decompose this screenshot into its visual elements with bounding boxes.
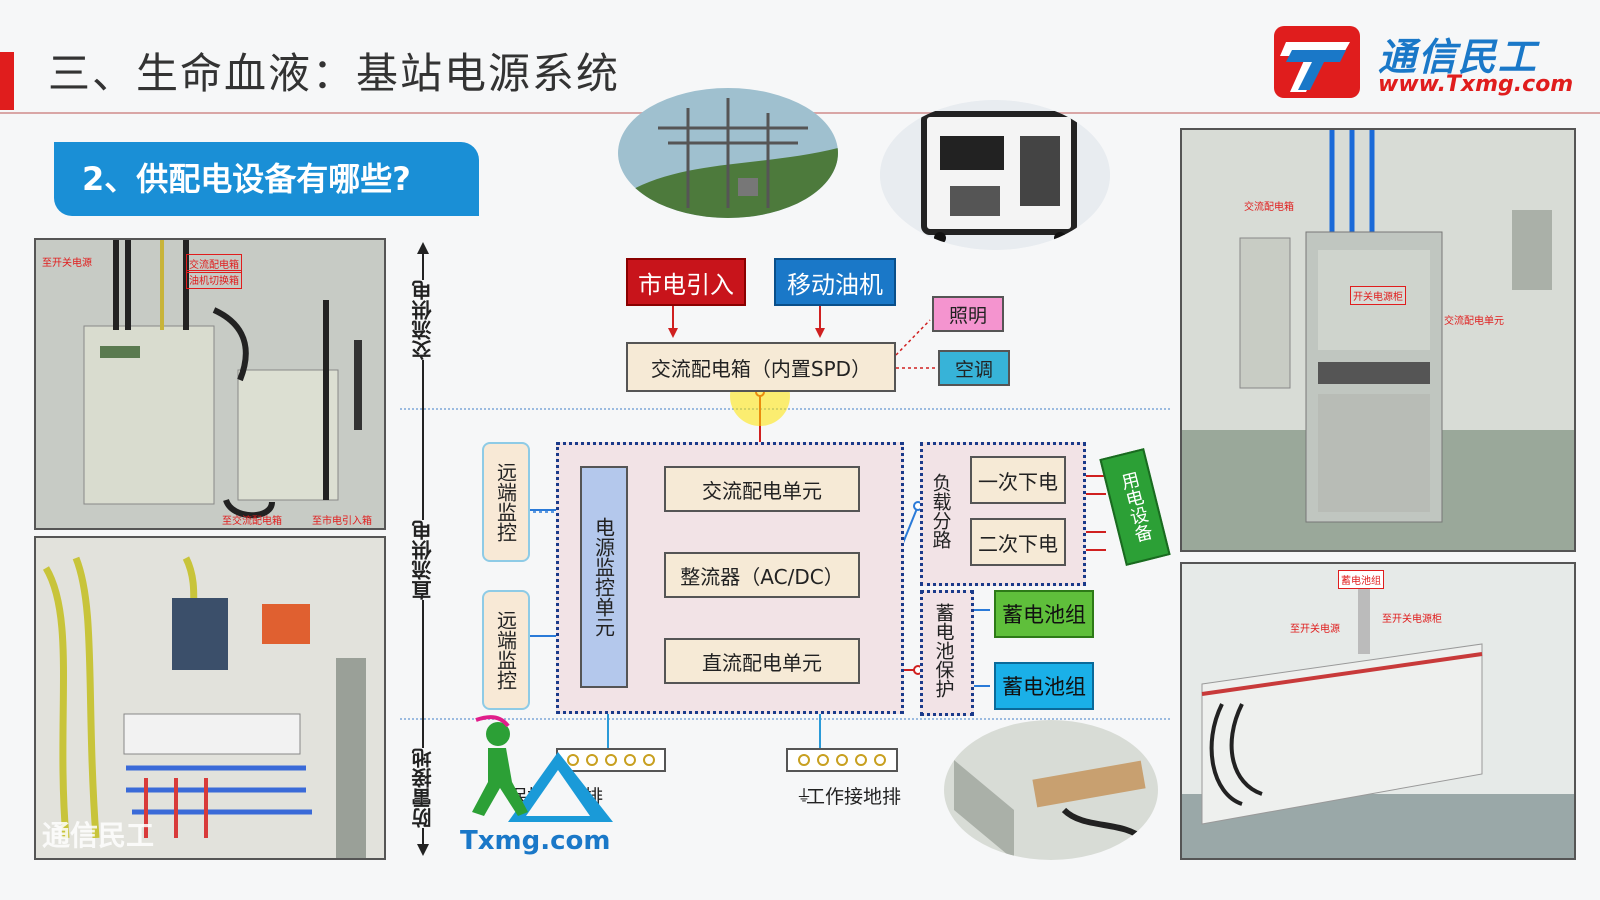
photo-distribution-wiring: 通信民工: [34, 536, 386, 860]
brand-watermark: Txmg.com: [460, 826, 611, 856]
work-ground-bar: [786, 748, 898, 772]
equipment-label: 用电设备: [1116, 469, 1155, 545]
battery-protect-label: 蓄电池保护: [932, 602, 955, 698]
ac-distribution-unit: 交流配电单元: [664, 466, 860, 512]
photo-label: 开关电源柜: [1350, 286, 1406, 305]
photo-ac-distribution-boxes: 至开关电源 交流配电箱 油机切换箱 至交流配电箱 至市电引入箱: [34, 238, 386, 530]
mobile-generator-box: 移动油机: [774, 258, 896, 306]
photo-label: 至市电引入箱: [312, 516, 372, 527]
photo-label: 交流配电单元: [1444, 316, 1504, 327]
page-title: 三、生命血液：基站电源系统: [48, 49, 621, 98]
aircon-box: 空调: [938, 350, 1010, 386]
battery-protect-area: [920, 590, 974, 716]
photo-mobile-generator: [880, 100, 1110, 250]
power-monitor-unit: 电源监控单元: [580, 466, 628, 688]
battery-group-2: 蓄电池组: [994, 662, 1094, 710]
photo-label: 交流配电箱: [186, 254, 242, 273]
logo-name: 通信民工: [1378, 35, 1539, 79]
section-subtitle: 2、供配电设备有哪些?: [54, 142, 479, 216]
photo-label: 油机切换箱: [186, 270, 242, 289]
photo-label: 蓄电池组: [1338, 570, 1384, 589]
dc-distribution-unit: 直流配电单元: [664, 638, 860, 684]
remote-monitor-label: 远端监控: [493, 462, 518, 542]
remote-monitor-top: 远端监控: [482, 442, 530, 562]
protect-ground-bar: [556, 748, 666, 772]
logo-url: www.Txmg.com: [1378, 72, 1574, 97]
rectifier-unit: 整流器（AC/DC）: [664, 552, 860, 598]
battery-protect-label-box: 蓄电池保护: [922, 594, 966, 706]
remote-monitor-bottom: 远端监控: [482, 590, 530, 710]
photo-ground-bar: [944, 720, 1158, 860]
photo-power-pole: [618, 88, 838, 218]
watermark-text: 通信民工: [42, 819, 155, 852]
remote-monitor-label: 远端监控: [493, 610, 518, 690]
photo-label: 至开关电源: [1290, 624, 1340, 635]
logo-mark-icon: [1274, 26, 1360, 98]
first-cutoff-box: 一次下电: [970, 456, 1066, 504]
photo-label: 交流配电箱: [1244, 202, 1294, 213]
work-ground-label: 工作接地排: [806, 786, 902, 808]
photo-label: 至开关电源柜: [1382, 614, 1442, 625]
battery-group-1: 蓄电池组: [994, 590, 1094, 638]
load-branch-label: 负载分路: [929, 473, 952, 549]
ground-symbol-icon: ⏚: [796, 786, 813, 805]
power-monitor-label: 电源监控单元: [591, 517, 616, 637]
title-accent-bar: [0, 52, 14, 110]
ac-distribution-box: 交流配电箱（内置SPD）: [626, 342, 896, 392]
photo-label: 至交流配电箱: [222, 516, 282, 527]
photo-label: 至开关电源: [42, 258, 92, 269]
photo-switch-power-cabinet: 开关电源柜 交流配电单元 交流配电箱: [1180, 128, 1576, 552]
brand-logo: [1272, 22, 1572, 102]
load-branch-label-box: 负载分路: [926, 452, 956, 570]
mascot-icon: [472, 715, 613, 822]
second-cutoff-box: 二次下电: [970, 518, 1066, 566]
photo-battery-groups: 蓄电池组 至开关电源 至开关电源柜: [1180, 562, 1576, 860]
mains-input-box: 市电引入: [626, 258, 746, 306]
lighting-box: 照明: [932, 296, 1004, 332]
section-divider-dc-ground: [400, 718, 1170, 720]
